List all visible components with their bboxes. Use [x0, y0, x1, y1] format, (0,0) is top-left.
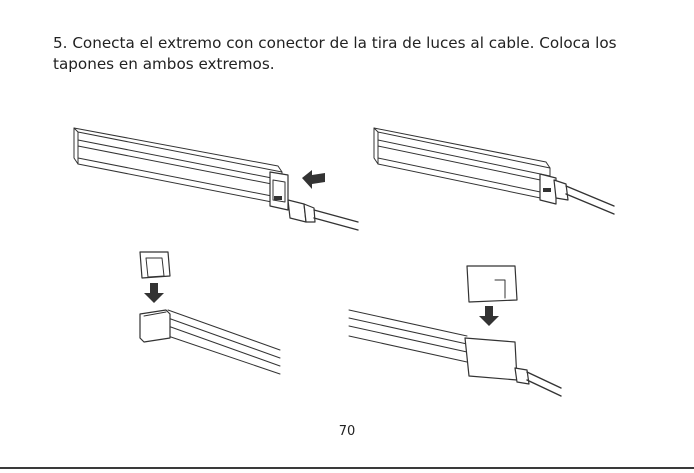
- page-number: 70: [0, 424, 694, 439]
- light-strip-body: [374, 128, 556, 204]
- illustration-connected-strip: [360, 118, 670, 228]
- cable-connector: [515, 368, 561, 396]
- light-strip-body: [140, 310, 280, 374]
- arrow-left-icon: [302, 170, 325, 189]
- step-instruction: 5. Conecta el extremo con conector de la…: [53, 33, 653, 75]
- arrow-down-icon: [144, 283, 164, 303]
- cable-connector: [288, 200, 358, 230]
- illustration-connect-cable: [60, 118, 370, 228]
- light-strip-body: [74, 128, 288, 210]
- illustration-cap-right-end: [345, 258, 565, 408]
- arrow-down-icon: [479, 306, 499, 326]
- bottom-rule: [0, 467, 694, 469]
- illustration-cap-left-end: [128, 240, 288, 380]
- end-cap: [140, 252, 170, 278]
- cable-connector: [554, 180, 614, 214]
- end-cap: [467, 266, 517, 302]
